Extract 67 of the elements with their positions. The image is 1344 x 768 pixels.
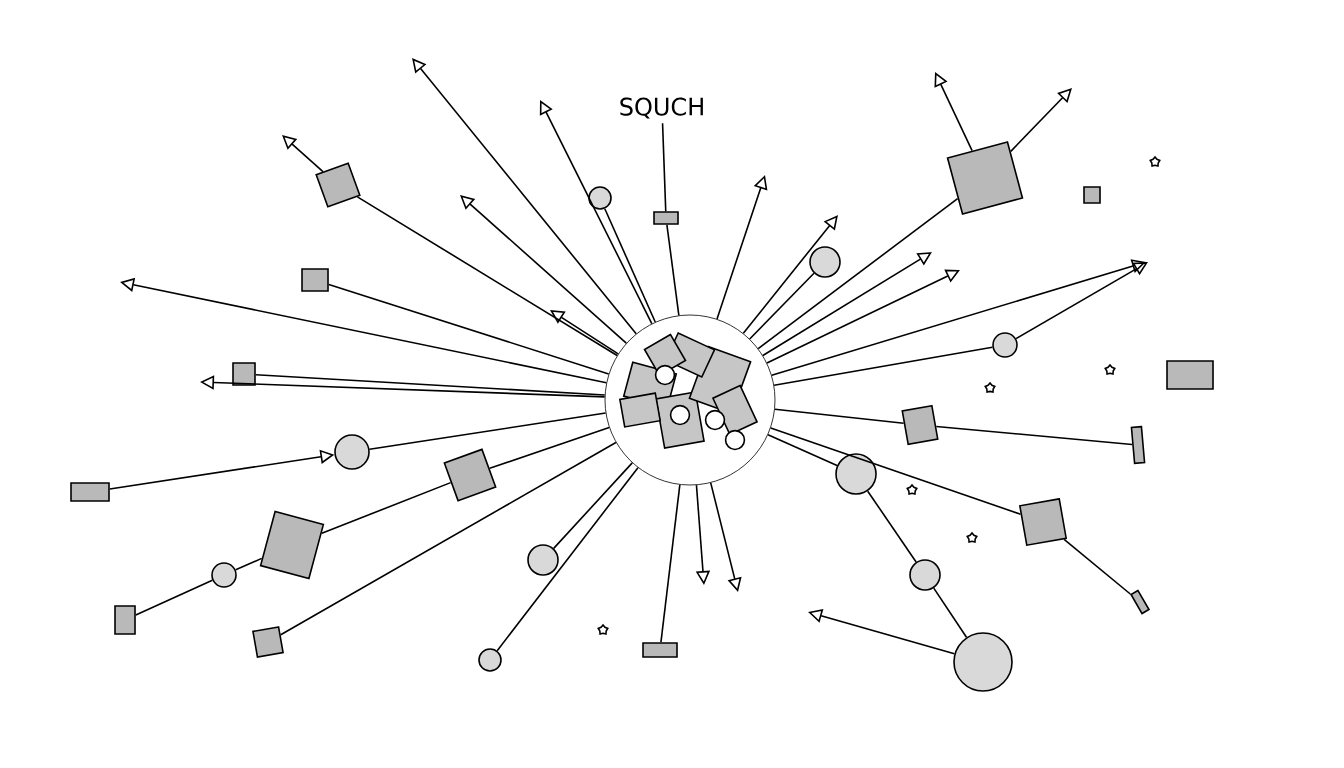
block-object [114,605,136,635]
connector-line [695,484,711,585]
connector-line [539,100,653,325]
connector-line [935,425,1133,446]
block-object [946,141,1024,216]
connector-line [866,490,917,563]
block-object [301,268,329,292]
round-object [953,632,1013,692]
block-object [232,362,256,386]
block-object [252,626,284,658]
block-object [259,510,325,580]
connector-line [328,283,610,375]
handwritten-label: SQUCH [620,97,703,119]
round-object [588,186,612,210]
connector-line [762,252,932,357]
block-object [1130,425,1146,465]
block-object [1166,360,1214,390]
block-object [315,162,361,208]
connector-line [934,72,973,152]
connector-line [773,346,994,387]
connector-line [550,310,619,355]
block-object [443,448,497,502]
connector-line [460,195,628,344]
connector-line [716,175,768,320]
connector-line [321,481,452,535]
round-object [334,434,370,470]
connector-line [356,196,618,357]
connector-line [135,579,214,616]
block-object [653,211,679,225]
connector-line [1010,88,1072,153]
connector-line [742,215,838,335]
connector-line [282,135,324,173]
block-object [901,404,939,446]
connector-line [412,58,637,335]
connector-line [757,197,959,350]
connector-line [769,427,1022,516]
round-object [478,648,502,672]
block-object [1083,186,1101,204]
connector-line [496,466,639,652]
box-pile-drawing [604,314,776,486]
round-object [909,559,941,591]
connector-line [552,462,634,550]
block-object [70,482,110,502]
connector-line [255,373,606,396]
connector-line [1015,262,1148,340]
connector-line [766,269,960,364]
connector-line [774,408,905,425]
connector-line [767,433,838,467]
round-object [211,562,237,588]
round-object [835,453,877,495]
block-object [642,642,678,658]
connector-line [709,482,742,592]
connector-line [488,426,610,470]
connector-line [604,208,657,323]
connector-line [279,441,617,636]
connector-line [748,272,815,340]
connector-line [234,557,263,571]
round-object [527,544,559,576]
connector-line [932,587,968,638]
round-object [992,332,1018,358]
connector-line [770,259,1146,377]
connector-line [368,412,607,451]
round-object [809,246,841,278]
connector-line [660,484,681,643]
connector-line [661,122,667,212]
connector-line [1063,538,1132,595]
connector-line [666,224,680,317]
